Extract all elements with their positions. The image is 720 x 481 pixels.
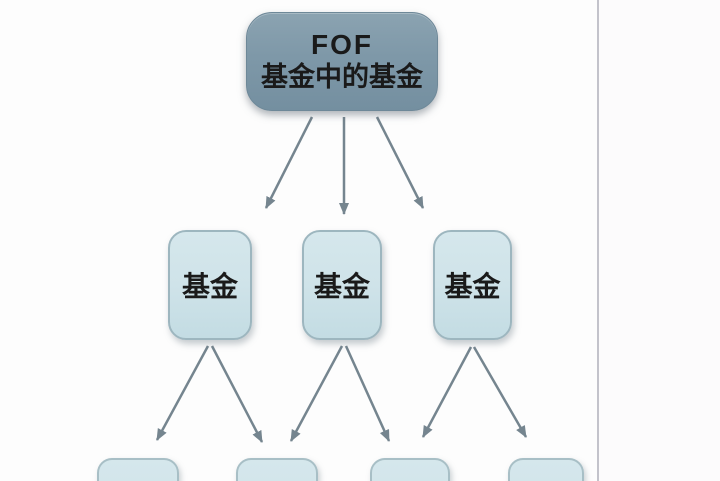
sub-fund-node-2 bbox=[236, 458, 318, 481]
page-divider-line bbox=[597, 0, 599, 481]
arrow-fund-3-to-sub-fund-3 bbox=[421, 346, 473, 438]
arrow-fund-3-to-sub-fund-4 bbox=[472, 346, 528, 438]
root-node-title: FOF bbox=[311, 28, 373, 60]
root-node-subtitle: 基金中的基金 bbox=[261, 61, 423, 92]
fund-node-label: 基金 bbox=[181, 271, 238, 302]
root-node-fof: FOF 基金中的基金 bbox=[246, 12, 438, 111]
arrow-fof-to-fund-1 bbox=[264, 116, 314, 209]
arrow-fund-1-to-sub-fund-2 bbox=[210, 345, 264, 443]
fund-node-label: 基金 bbox=[313, 271, 370, 302]
sub-fund-node-3 bbox=[370, 458, 450, 481]
sub-fund-node-4 bbox=[508, 458, 584, 481]
arrow-fof-to-fund-3 bbox=[375, 116, 425, 209]
fund-node-1: 基金 bbox=[168, 230, 252, 340]
arrow-fund-2-to-sub-fund-3 bbox=[344, 345, 391, 442]
fund-node-2: 基金 bbox=[302, 230, 382, 340]
arrow-fund-1-to-sub-fund-1 bbox=[155, 345, 210, 441]
fund-node-3: 基金 bbox=[433, 230, 512, 340]
fund-node-label: 基金 bbox=[444, 271, 501, 302]
page-right-margin bbox=[599, 0, 720, 481]
arrow-fund-2-to-sub-fund-2 bbox=[289, 345, 344, 442]
sub-fund-node-1 bbox=[97, 458, 179, 481]
